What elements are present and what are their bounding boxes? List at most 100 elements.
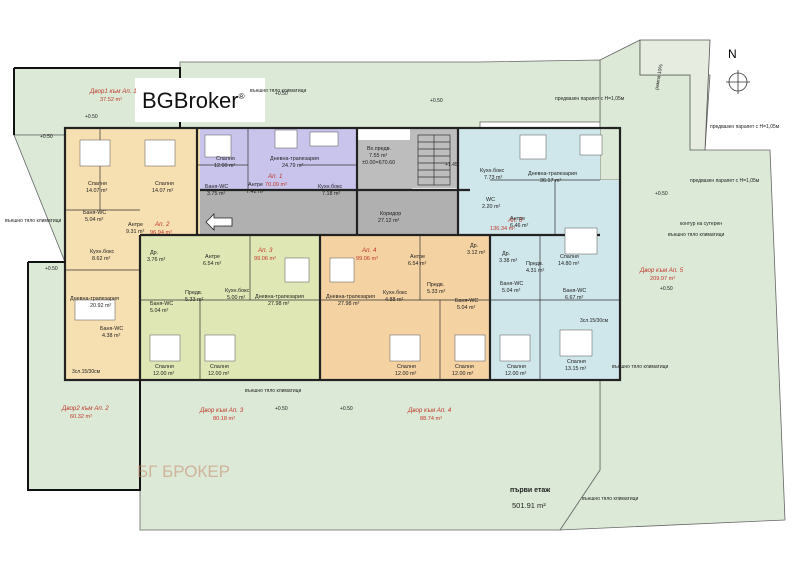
- ap5-pred-area: 4.31 m²: [526, 268, 544, 274]
- ap4-dr-name: Др.: [470, 243, 478, 249]
- entry-arrow-icon: [205, 213, 233, 231]
- yard-ap5-area: 209.97 m²: [650, 276, 675, 282]
- ap5-hall-name: Антре: [510, 216, 525, 222]
- yard-ap1-area: 37.52 m²: [100, 97, 122, 103]
- ap5-living-name: Дневна-трапезария: [528, 171, 577, 177]
- ap5-living-area: 36.17 m²: [540, 178, 561, 184]
- ap3-pred-name: Предв.: [185, 290, 202, 296]
- ap4-bed1-area: 12.00 m²: [395, 371, 416, 377]
- ac-note-top: външно тяло климатици: [250, 88, 306, 94]
- ap5-area-label: 136.34 m²: [490, 226, 515, 232]
- yard-ap4-name: Двор към Ап. 4: [407, 407, 452, 414]
- ap2-living-area: 20.92 m²: [90, 303, 111, 309]
- ap1-area-label: 70.09 m²: [265, 182, 287, 188]
- ap4-hall-area: 6.54 m²: [408, 261, 426, 267]
- level-ap1: +0.50: [275, 91, 288, 97]
- ap1-living-area: 24.79 m²: [282, 163, 303, 169]
- ap4-bed1-name: Спалня: [397, 364, 416, 370]
- ap3-living-name: Дневна-трапезария: [255, 294, 304, 300]
- ap5-pred-name: Предв.: [526, 261, 543, 267]
- room-labels: Спалня 12.00 m² Дневна-трапезария 24.79 …: [70, 146, 586, 377]
- ac-note-ap5-lower: външно тяло климатици: [612, 364, 668, 370]
- furniture: [74, 129, 603, 362]
- ap3-dr-name: Др.: [150, 250, 158, 256]
- lobby-area: 7.55 m²: [369, 153, 387, 159]
- ap5-bed1-area: 14.80 m²: [558, 261, 579, 267]
- ap3-kitchen-area: 5.00 m²: [227, 295, 245, 301]
- ap5-bed1-name: Спалня: [560, 254, 579, 260]
- sill-note-1: 3сл.15/30см: [72, 369, 101, 375]
- yard-ap2-boundary-bottom: [27, 262, 141, 491]
- ap4-bath-name: Баня-WC: [455, 298, 478, 304]
- ap3-bath-name: Баня-WC: [150, 301, 173, 307]
- logo-broker: Broker: [174, 88, 239, 113]
- level-ap5: +0.50: [655, 191, 668, 197]
- level-ap4: +0.50: [340, 406, 353, 412]
- logo-mark: ®: [239, 92, 245, 101]
- floor-area: 501.91 m²: [512, 501, 546, 510]
- ap3-bed2-area: 12.00 m²: [208, 371, 229, 377]
- ap4-kitchen-area: 4.88 m²: [385, 297, 403, 303]
- level-ap5b: +0.50: [660, 286, 673, 292]
- ac-note-ap3: външно тяло климатици: [245, 388, 301, 394]
- yard-ap4-area: 88.74 m²: [420, 416, 442, 422]
- ap5-bath1-area: 5.04 m²: [502, 288, 520, 294]
- ap2-wc-name: Баня-WC: [100, 326, 123, 332]
- yard-ap2-name: Двор2 към Ап. 2: [61, 405, 109, 412]
- ap5-kitchen-area: 7.73 m²: [484, 175, 502, 181]
- annotations: външно тяло климатици външно тяло климат…: [5, 63, 780, 502]
- ap2-bath-name: Баня-WC: [83, 210, 106, 216]
- ap2-kitchen-name: Кухн.бокс: [90, 249, 115, 255]
- ap2-bed2-name: Спалня: [155, 181, 174, 187]
- lobby-area: [357, 140, 412, 190]
- corridor-name: Коридор: [380, 211, 401, 217]
- level-ap3: +0.50: [275, 406, 288, 412]
- ap4-bed2-name: Спалня: [455, 364, 474, 370]
- ap5-area: [458, 128, 620, 380]
- watermark: БГ БРОКЕР: [137, 462, 230, 481]
- ap3-pred-area: 5.33 m²: [185, 297, 203, 303]
- level-top: +0.50: [430, 98, 443, 104]
- ap4-living-area: 27.98 m²: [338, 301, 359, 307]
- yard-ap3-name: Двор към Ап. 3: [199, 407, 244, 414]
- yard-ap2-area: 60.32 m²: [70, 414, 92, 420]
- ap1-name: Ап. 1: [267, 173, 282, 180]
- parapet-note-2: предвазен парапет с H=1,05м: [710, 124, 780, 130]
- logo: BGBroker®: [142, 88, 245, 113]
- ap5-bed3-area: 13.15 m²: [565, 366, 586, 372]
- ac-note-left: външно тяло климатици: [5, 218, 61, 224]
- ap5-bath1-name: Баня-WC: [500, 281, 523, 287]
- ramp: [639, 39, 711, 151]
- ap3-hall-name: Антре: [205, 254, 220, 260]
- ap3-bed1-area: 12.00 m²: [153, 371, 174, 377]
- ac-note-ap5: външно тяло климатици: [668, 232, 724, 238]
- ac-note-bottom: външно тяло климатици: [582, 496, 638, 502]
- contour-note: контур на сутерен: [680, 221, 722, 227]
- level-ap2: +0.50: [45, 266, 58, 272]
- ap4-name: Ап. 4: [361, 247, 377, 254]
- ap5-kitchen-name: Кухн.бокс: [480, 168, 505, 174]
- ap3-area-label: 99.06 m²: [254, 256, 276, 262]
- ap1-bath-name: Баня-WC: [205, 184, 228, 190]
- ap1-bath-area: 3.75 m²: [207, 191, 225, 197]
- site-yards: [13, 39, 786, 531]
- ap4-area-label: 99.06 m²: [356, 256, 378, 262]
- corridor-area: 27.12 m²: [378, 218, 399, 224]
- ap1-hall-area: 7.42 m²: [246, 189, 264, 195]
- ap4-hall-name: Антре: [410, 254, 425, 260]
- parapet-note-3: предвазен парапет с H=1,05м: [690, 178, 760, 184]
- ap1-living-name: Дневна-трапезария: [270, 156, 319, 162]
- ap2-kitchen-area: 8.62 m²: [92, 256, 110, 262]
- north-label: N: [728, 47, 737, 61]
- ap3-living-area: 27.98 m²: [268, 301, 289, 307]
- ap2-area-label: 96.94 m²: [150, 230, 172, 236]
- stair-steps: [417, 134, 451, 186]
- sill-note-2: 3сл.15/30см: [580, 318, 609, 324]
- ap5-dr-area: 3.38 m²: [499, 258, 517, 264]
- ap2-living-name: Дневна-трапезария: [70, 296, 119, 302]
- ap5-wc-name: WC: [486, 197, 495, 203]
- ap4-pred-area: 5.33 m²: [427, 289, 445, 295]
- ap2-bed1-area: 14.07 m²: [86, 188, 107, 194]
- ap2-bath-area: 5.04 m²: [85, 217, 103, 223]
- ap5-hall-area: 6.46 m²: [510, 223, 528, 229]
